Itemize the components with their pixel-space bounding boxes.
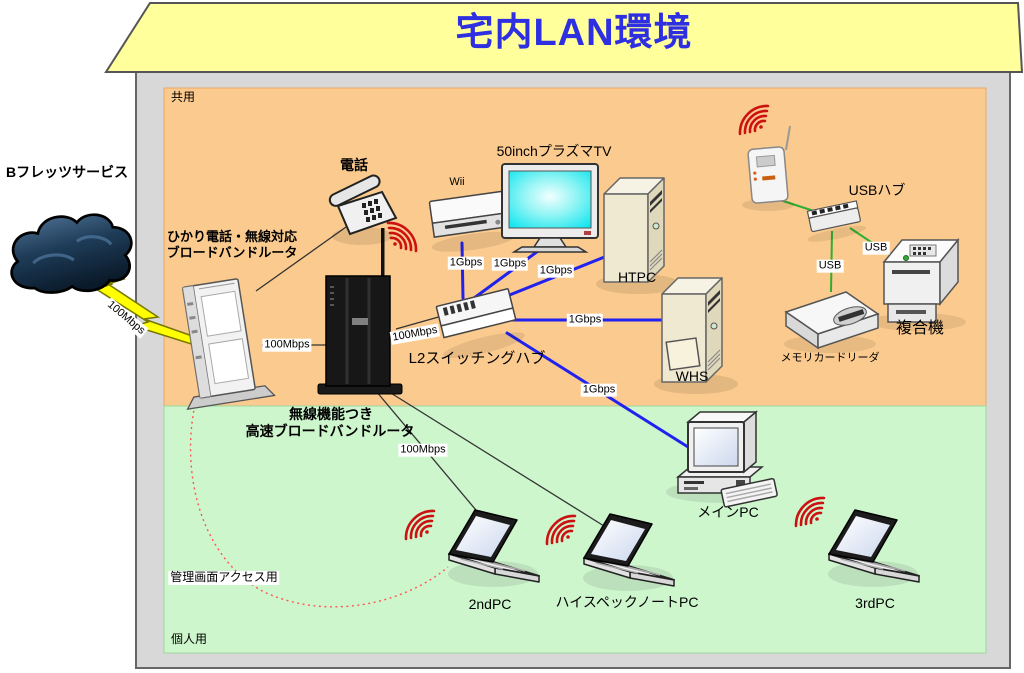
link-switch-wii bbox=[460, 241, 465, 300]
wii-label: Wii bbox=[449, 176, 465, 188]
speed-switch-tv: 1Gbps bbox=[491, 257, 529, 271]
hikari-router-label-1: ひかり電話・無線対応 bbox=[166, 229, 298, 244]
wireless-router-label-2: 高速ブロードバンドルータ bbox=[245, 423, 415, 439]
page-title: 宅内LAN環境 bbox=[455, 12, 693, 54]
link-wireless-2ndpc bbox=[375, 390, 487, 523]
hikari-router-label-2: ブロードバンドルータ bbox=[166, 245, 298, 260]
speed-wireless-2ndpc: 100Mbps bbox=[398, 443, 448, 457]
mfp-label: 複合機 bbox=[895, 320, 945, 337]
l2-switch-icon bbox=[435, 288, 525, 358]
main-pc-icon bbox=[666, 410, 778, 508]
wireless-print-server-icon bbox=[742, 125, 794, 211]
internet-cloud-icon bbox=[10, 213, 133, 294]
whs-label: WHS bbox=[675, 368, 709, 384]
link-router-switch bbox=[395, 315, 443, 330]
card-reader-label: メモリカードリーダ bbox=[780, 352, 880, 364]
plasma-tv-icon bbox=[501, 163, 599, 253]
zone-personal-label: 個人用 bbox=[171, 632, 208, 646]
ethernet-lines bbox=[255, 226, 605, 527]
usb-label-cardreader: USB bbox=[816, 259, 844, 273]
wireless-router-label-1: 無線機能つき bbox=[289, 406, 373, 422]
third-pc-label: 3rdPC bbox=[855, 595, 895, 611]
zone-shared-label: 共用 bbox=[171, 90, 196, 104]
speed-switch-mainpc: 1Gbps bbox=[580, 383, 618, 397]
speed-switch-whs: 1Gbps bbox=[566, 313, 604, 327]
link-router-phone bbox=[255, 226, 347, 292]
speed-switch-wii: 1Gbps bbox=[447, 256, 485, 270]
htpc-label: HTPC bbox=[617, 269, 657, 285]
main-pc-label: メインPC bbox=[697, 504, 759, 520]
l2-switch-label: L2スイッチングハブ bbox=[408, 350, 546, 367]
second-pc-label: 2ndPC bbox=[468, 596, 512, 612]
card-reader-icon bbox=[784, 291, 880, 353]
phone-label: 電話 bbox=[340, 157, 368, 173]
hikari-router-icon bbox=[182, 278, 276, 411]
usb-hub-icon bbox=[806, 200, 867, 242]
speed-switch-htpc: 1Gbps bbox=[537, 264, 575, 278]
plasma-tv-label: 50inchプラズマTV bbox=[496, 143, 612, 159]
roof bbox=[104, 1, 1024, 73]
usb-label-mfp: USB bbox=[862, 241, 890, 255]
speed-router-router: 100Mbps bbox=[262, 338, 312, 352]
wii-icon bbox=[428, 190, 515, 252]
wan-service-label: Bフレッツサービス bbox=[6, 164, 129, 180]
usb-hub-label: USBハブ bbox=[848, 182, 906, 198]
admin-access-label: 管理画面アクセス用 bbox=[168, 570, 280, 585]
mfp-icon bbox=[870, 237, 966, 331]
whs-icon bbox=[653, 277, 739, 395]
phone-icon bbox=[328, 174, 398, 245]
wireless-router-icon bbox=[317, 228, 403, 395]
link-wireless-notepc bbox=[385, 389, 605, 527]
highspec-note-pc-label: ハイスペックノートPC bbox=[555, 594, 699, 610]
